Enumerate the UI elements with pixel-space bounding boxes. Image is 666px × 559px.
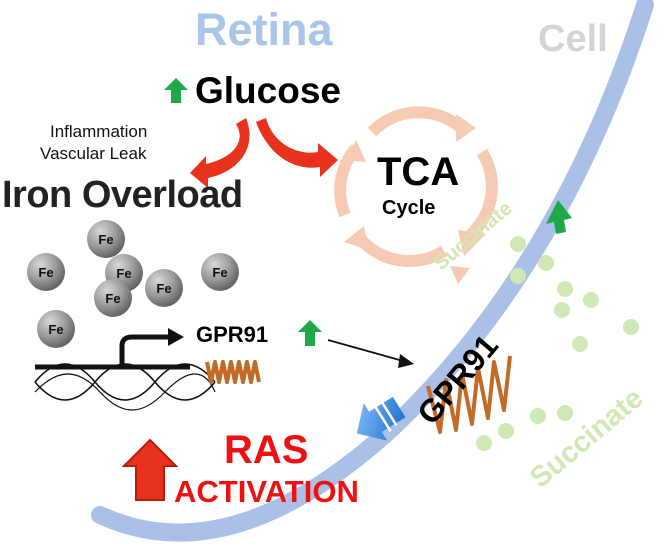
- ras-up-arrow: [121, 438, 179, 501]
- svg-text:Fe: Fe: [105, 291, 120, 306]
- glucose-label: Glucose: [195, 70, 341, 111]
- fe-sphere: Fe: [37, 310, 75, 348]
- tca-to-succinate-arrowhead: [450, 266, 470, 284]
- inflammation-label: Inflammation: [50, 122, 148, 141]
- glucose-to-tca-arrow: [256, 118, 338, 177]
- succinate-molecules: [476, 236, 639, 451]
- dna-gene: [34, 328, 216, 411]
- cell-title: Cell: [538, 18, 608, 60]
- glucose-to-iron-arrow: [190, 118, 250, 188]
- fe-sphere: Fe: [94, 279, 132, 317]
- glucose-up-arrow: [164, 78, 188, 103]
- fe-sphere: Fe: [87, 220, 125, 258]
- activation-label: ACTIVATION: [174, 474, 359, 509]
- succinate-up-arrow: [546, 200, 572, 234]
- gpr91-receptor-coil: [426, 355, 512, 434]
- gpr91-gene-coil: [205, 360, 261, 384]
- fe-sphere: Fe: [27, 253, 65, 291]
- ras-label: RAS: [224, 428, 309, 472]
- svg-text:Fe: Fe: [212, 265, 227, 280]
- gpr91-up-arrow: [298, 320, 322, 346]
- svg-text:Fe: Fe: [48, 322, 63, 337]
- svg-text:Fe: Fe: [38, 265, 53, 280]
- tca-cycle-arrowheads: [344, 114, 486, 256]
- svg-text:Fe: Fe: [98, 232, 113, 247]
- gene-to-receptor-arrow: [327, 339, 404, 362]
- vascular-leak-label: Vascular Leak: [40, 144, 147, 163]
- iron-overload-label: Iron Overload: [2, 174, 243, 216]
- gpr91-gene-label: GPR91: [196, 322, 269, 347]
- svg-text:Fe: Fe: [116, 266, 131, 281]
- cycle-label: Cycle: [382, 197, 436, 219]
- tca-label: TCA: [377, 150, 460, 194]
- blue-signal-arrow: [356, 396, 406, 441]
- gene-to-receptor-arrowhead: [398, 354, 414, 368]
- fe-sphere: Fe: [201, 253, 239, 291]
- svg-text:Fe: Fe: [156, 281, 171, 296]
- iron-spheres: Fe Fe Fe Fe Fe Fe Fe: [27, 220, 239, 348]
- retina-title: Retina: [195, 4, 333, 55]
- fe-sphere: Fe: [145, 269, 183, 307]
